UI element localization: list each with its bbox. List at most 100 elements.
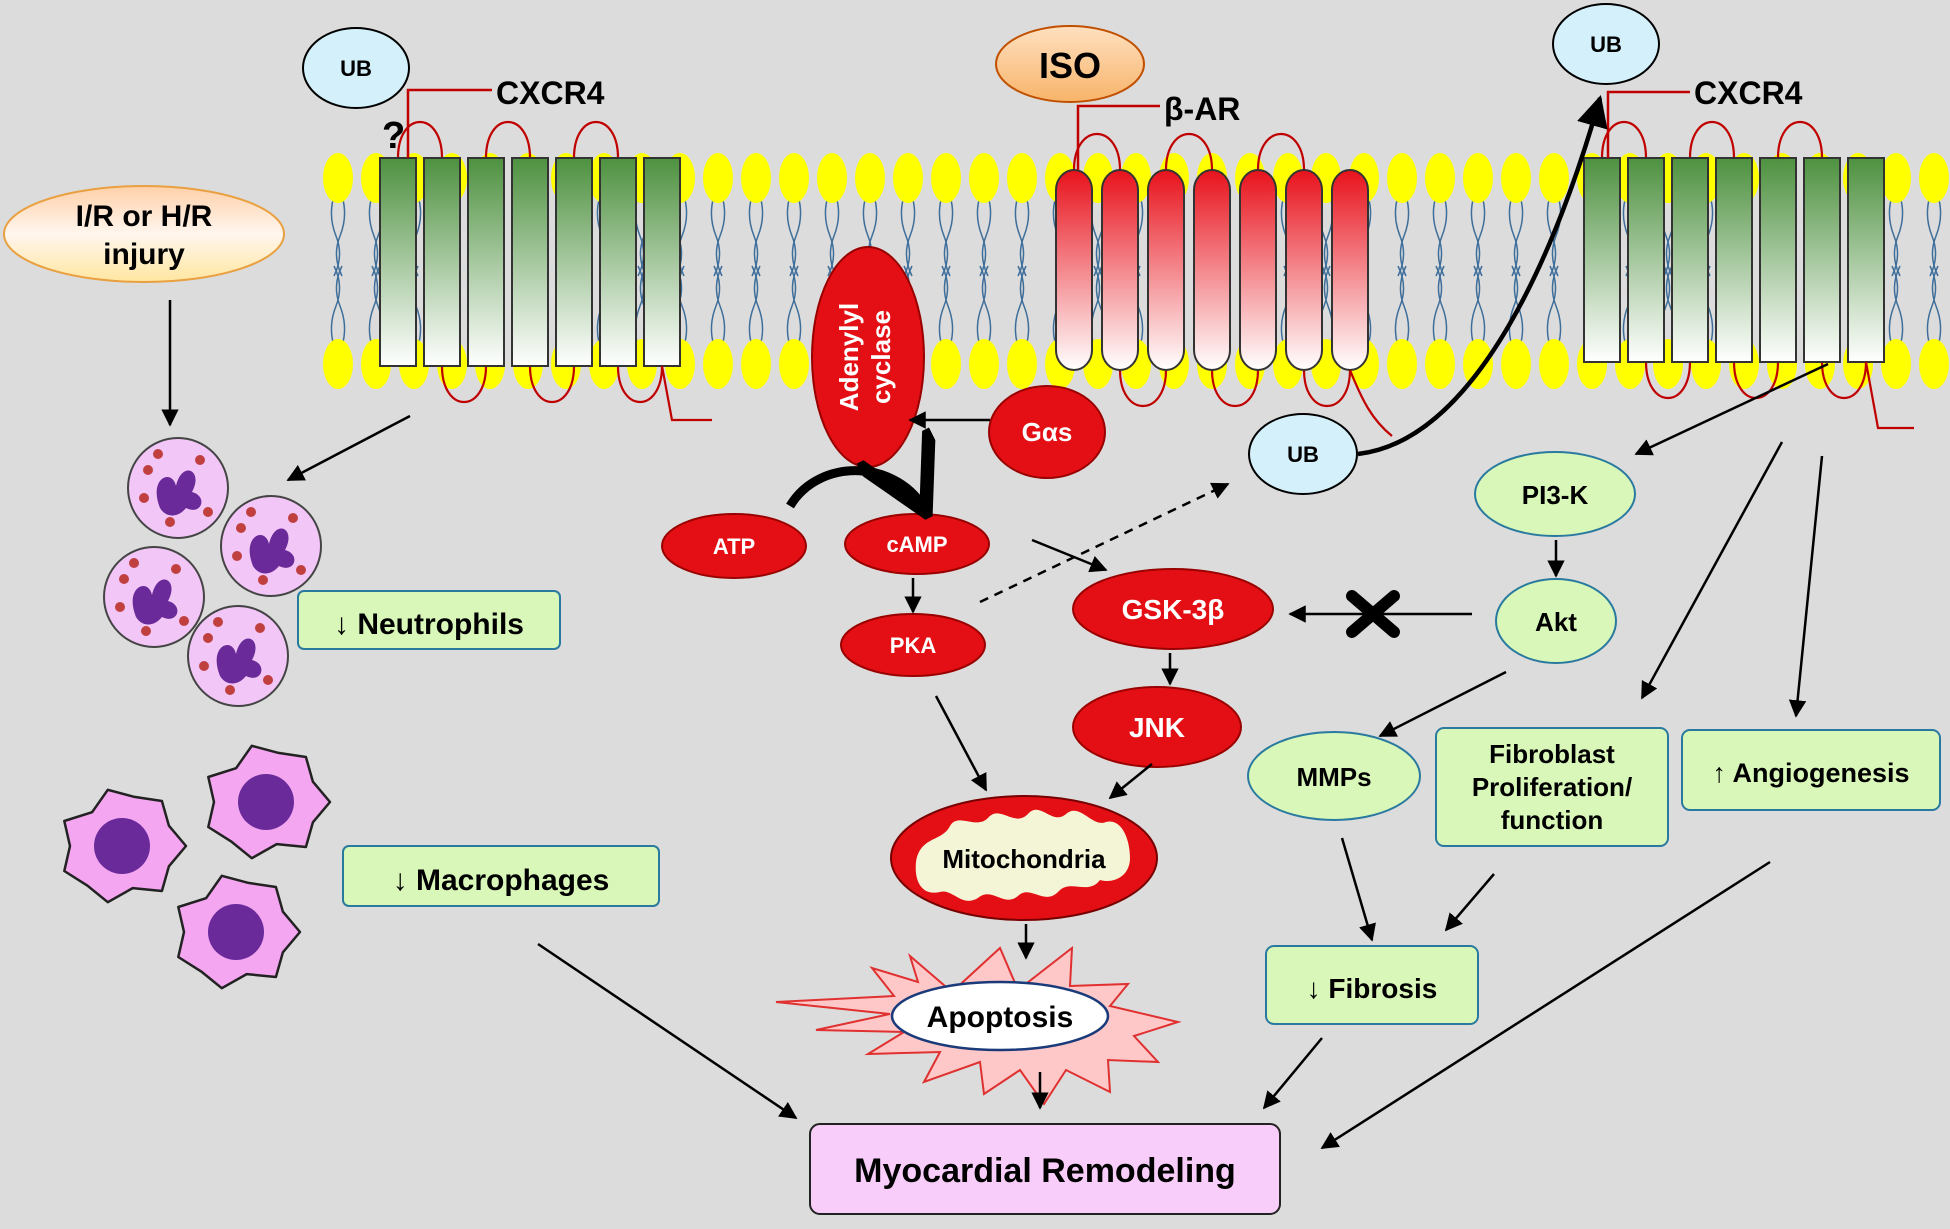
lipid-head (969, 153, 999, 203)
gsk3b-node[interactable]: GSK-3β (1072, 568, 1274, 650)
pi3k-node[interactable]: PI3-K (1474, 451, 1636, 537)
jnk-node[interactable]: JNK (1072, 686, 1242, 768)
transmembrane-helix (1239, 169, 1277, 371)
svg-text:↓ Fibrosis: ↓ Fibrosis (1307, 973, 1438, 1004)
lipid-head (1539, 339, 1569, 389)
macrophages-box[interactable]: ↓ Macrophages (342, 845, 660, 907)
receptor-loop (616, 365, 664, 404)
lipid-head (1501, 153, 1531, 203)
receptor-loop (1644, 361, 1692, 400)
c-terminal-tail (660, 365, 712, 422)
lipid-head (1881, 153, 1911, 203)
svg-text:MMPs: MMPs (1296, 762, 1371, 792)
lipid-head (703, 153, 733, 203)
svg-text:ISO: ISO (1039, 45, 1101, 86)
svg-text:UB: UB (1590, 32, 1622, 57)
transmembrane-helix (1627, 157, 1665, 363)
transmembrane-helix (555, 157, 593, 367)
myocardial-remodeling-box[interactable]: Myocardial Remodeling (809, 1123, 1281, 1215)
ub-top-right[interactable]: UB (1552, 3, 1660, 85)
svg-text:↓ Neutrophils: ↓ Neutrophils (334, 608, 524, 641)
lipid-head (855, 153, 885, 203)
macrophage-icon (177, 874, 302, 990)
transmembrane-helix (1671, 157, 1709, 363)
lipid-head (931, 153, 961, 203)
question-mark: ? (382, 115, 405, 157)
cxcr4-receptor-right[interactable] (1583, 120, 1914, 430)
svg-text:cyclase: cyclase (866, 310, 896, 404)
lipid-head (741, 339, 771, 389)
svg-text:PKA: PKA (890, 633, 937, 658)
svg-text:Proliferation/: Proliferation/ (1472, 772, 1632, 802)
lipid-head (817, 153, 847, 203)
lipid-head (741, 153, 771, 203)
lipid-head (1007, 153, 1037, 203)
lipid-head (1387, 153, 1417, 203)
macrophage-icon (207, 744, 332, 860)
fibrosis-box[interactable]: ↓ Fibrosis (1265, 945, 1479, 1025)
adenylyl-cyclase-node[interactable]: Adenylyl cyclase (811, 246, 925, 468)
receptor-loop (440, 365, 488, 404)
svg-text:GSK-3β: GSK-3β (1122, 594, 1225, 625)
atp-node[interactable]: ATP (661, 513, 807, 579)
lipid-head (779, 153, 809, 203)
pathway-arrows (161, 94, 1829, 1150)
ub-mid[interactable]: UB (1248, 413, 1358, 495)
lipid-head (1387, 339, 1417, 389)
transmembrane-helix (423, 157, 461, 367)
neutrophils-box[interactable]: ↓ Neutrophils (297, 590, 561, 650)
transmembrane-helix (379, 157, 417, 367)
receptor-loop (1256, 132, 1306, 171)
receptor-loop (484, 120, 532, 159)
lipid-head (931, 339, 961, 389)
svg-text:Apoptosis: Apoptosis (927, 1001, 1074, 1034)
svg-text:Fibroblast: Fibroblast (1489, 739, 1615, 769)
camp-node[interactable]: cAMP (844, 513, 990, 575)
c-terminal-tail (1348, 369, 1393, 437)
transmembrane-helix (1715, 157, 1753, 363)
transmembrane-helix (1055, 169, 1093, 371)
macrophage-icon (63, 788, 188, 904)
gas-node[interactable]: Gαs (988, 385, 1106, 479)
ir-injury-node[interactable]: I/R or H/R injury (3, 185, 285, 283)
akt-node[interactable]: Akt (1495, 578, 1617, 664)
cxcr4-receptor-left[interactable] (379, 120, 712, 422)
lipid-head (1425, 153, 1455, 203)
transmembrane-helix (1331, 169, 1369, 371)
receptor-loop (1776, 120, 1824, 159)
svg-text:↑ Angiogenesis: ↑ Angiogenesis (1712, 758, 1909, 788)
lipid-head (1463, 339, 1493, 389)
lipid-head (323, 339, 353, 389)
angiogenesis-box[interactable]: ↑ Angiogenesis (1681, 729, 1941, 811)
lipid-head (893, 153, 923, 203)
lipid-head (969, 339, 999, 389)
fibroblast-box[interactable]: Fibroblast Proliferation/ function (1435, 727, 1669, 847)
neutrophil-icon (187, 605, 289, 707)
receptor-loop (1164, 132, 1214, 171)
svg-text:JNK: JNK (1129, 712, 1185, 743)
neutrophil-icon (127, 437, 229, 539)
pka-node[interactable]: PKA (840, 613, 986, 677)
svg-text:Gαs: Gαs (1022, 417, 1073, 447)
beta-ar-receptor[interactable] (1055, 132, 1393, 437)
svg-text:UB: UB (1287, 442, 1319, 467)
transmembrane-helix (1285, 169, 1323, 371)
transmembrane-helix (467, 157, 505, 367)
neutrophil-cells (103, 437, 322, 707)
svg-text:cAMP: cAMP (886, 532, 947, 557)
lipid-head (1919, 153, 1949, 203)
svg-text:Adenylyl: Adenylyl (834, 303, 864, 411)
transmembrane-helix (1147, 169, 1185, 371)
lipid-head (1881, 339, 1911, 389)
ub-top-left[interactable]: UB (302, 27, 410, 109)
iso-node[interactable]: ISO (995, 25, 1145, 103)
apoptosis-burst[interactable]: Apoptosis (775, 945, 1182, 1106)
mmps-node[interactable]: MMPs (1247, 731, 1421, 821)
mitochondria-icon[interactable]: Mitochondria (890, 795, 1158, 921)
transmembrane-helix (1101, 169, 1139, 371)
lipid-head (1425, 339, 1455, 389)
transmembrane-helix (643, 157, 681, 367)
svg-text:function: function (1501, 805, 1604, 835)
svg-text:I/R or H/R: I/R or H/R (76, 200, 213, 233)
